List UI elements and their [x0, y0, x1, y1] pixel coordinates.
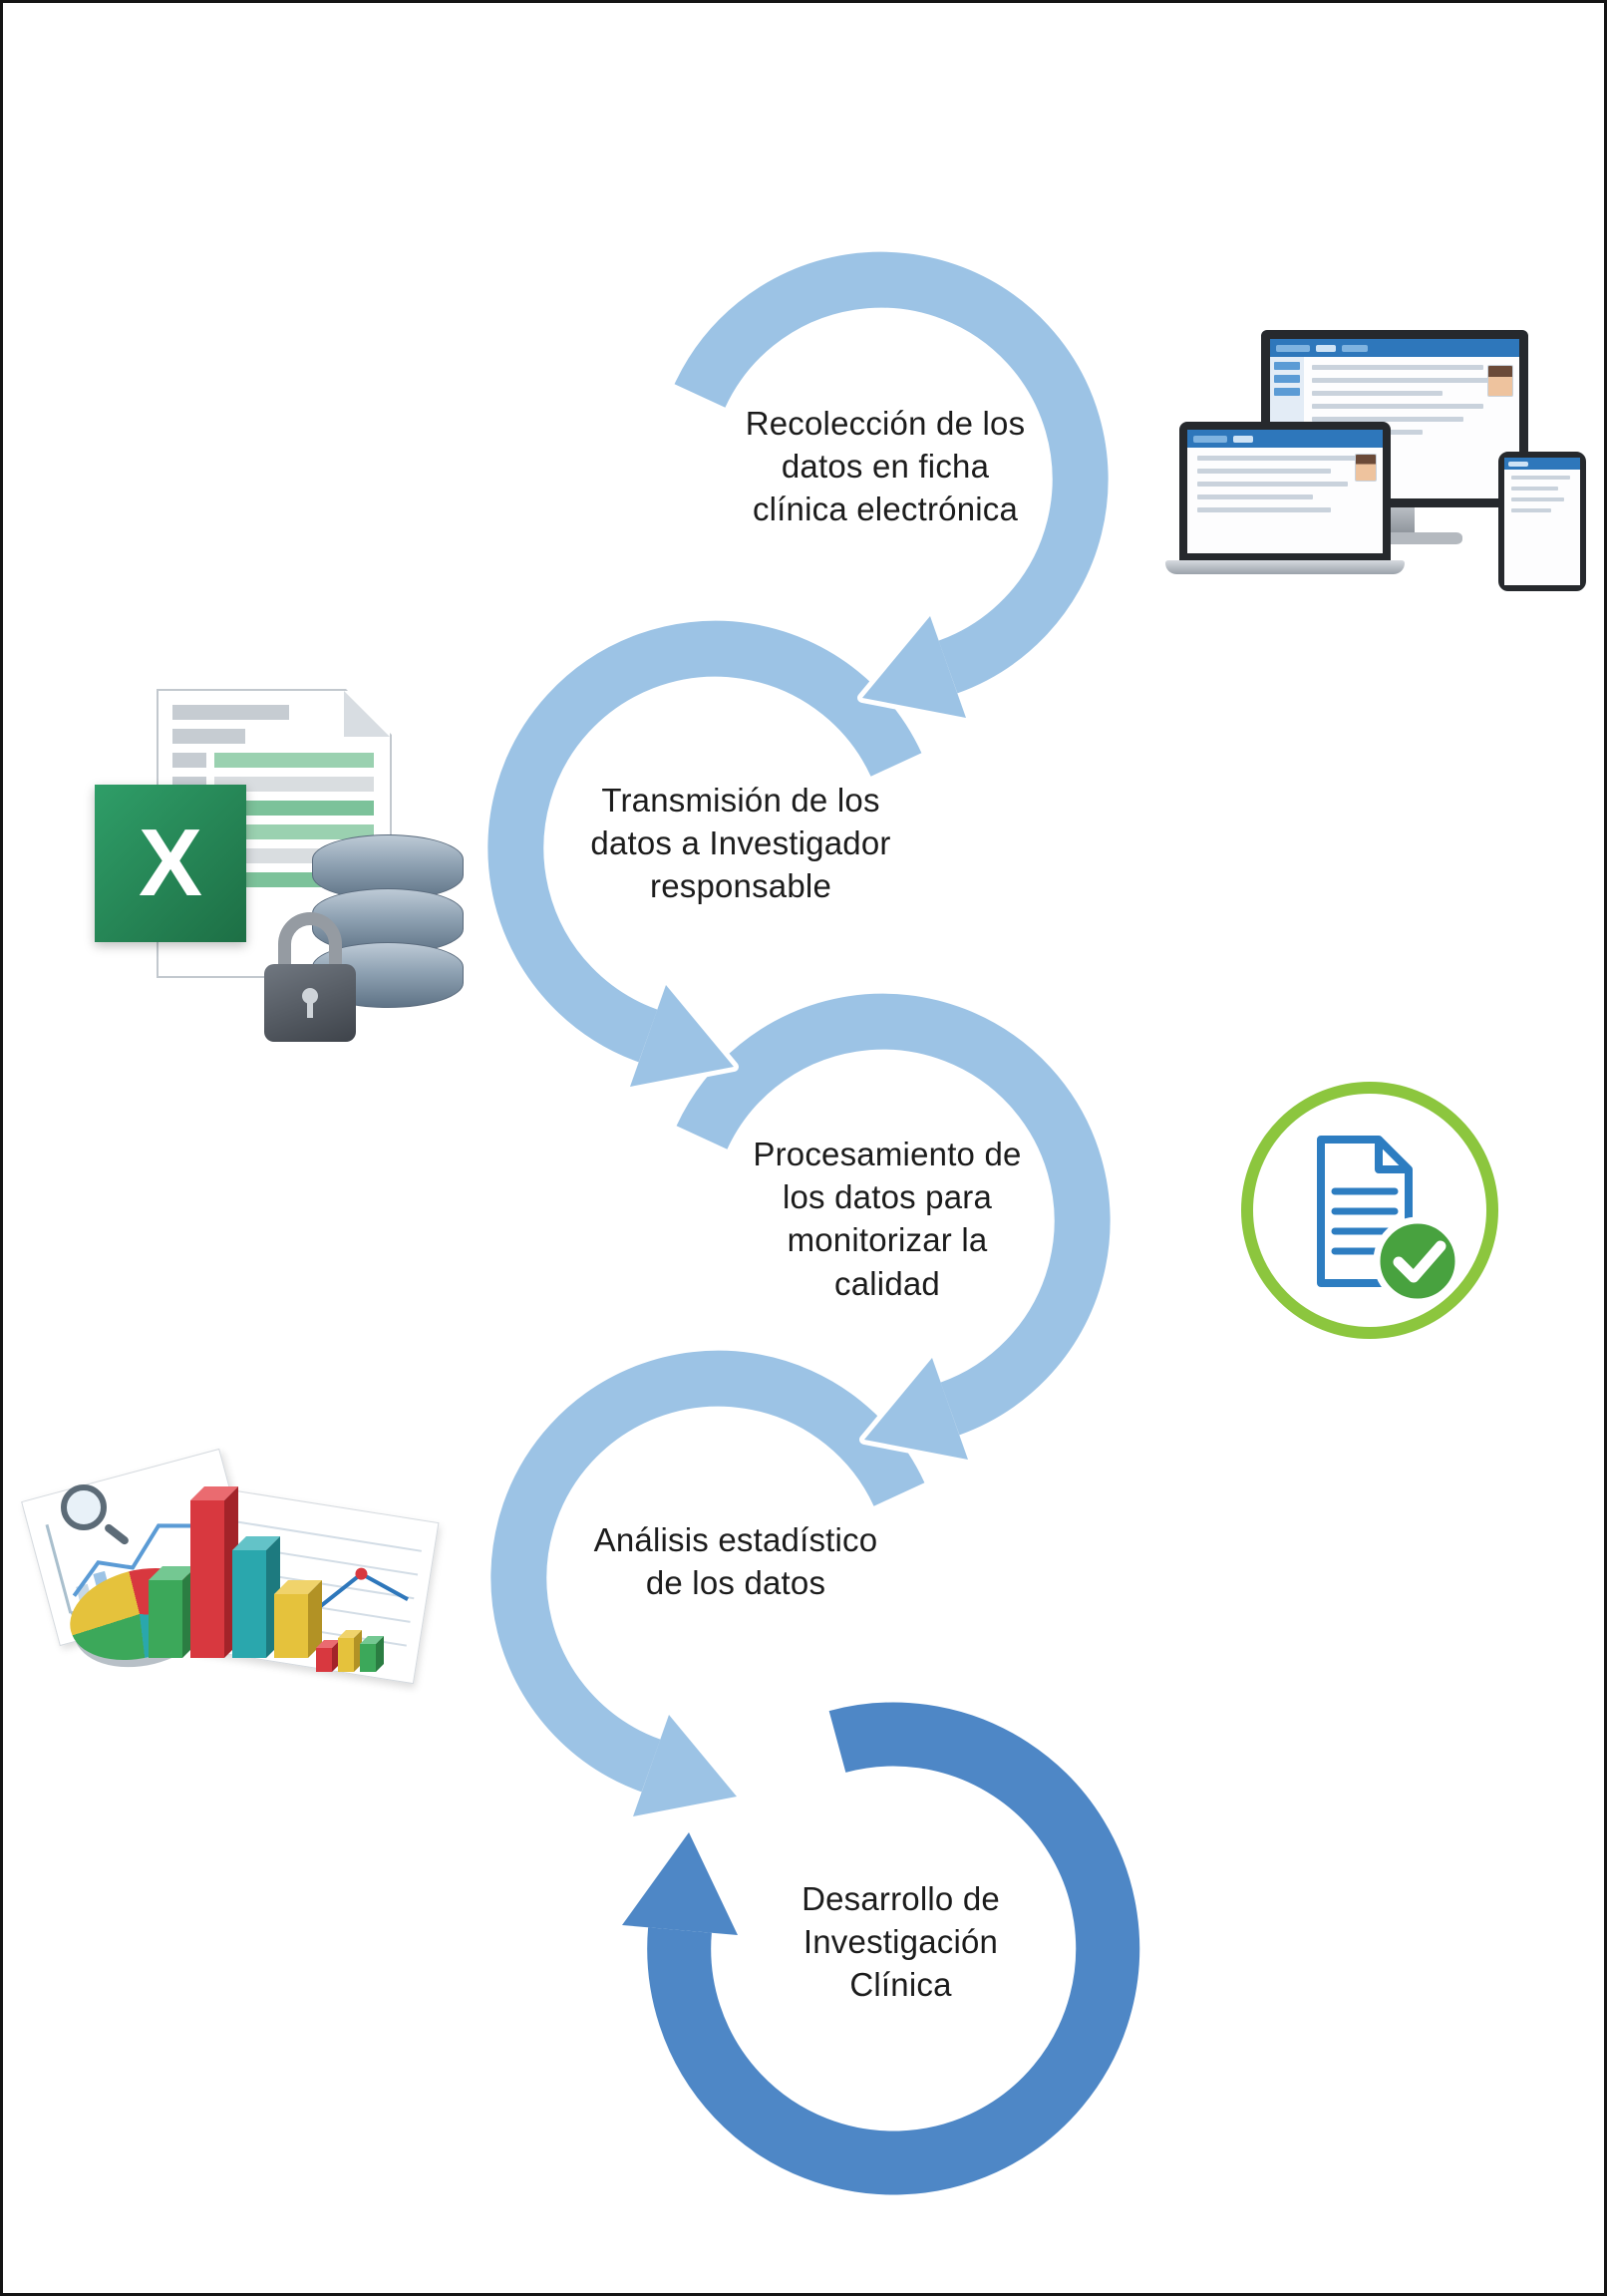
- label-line: monitorizar la: [787, 1221, 988, 1259]
- label-line: responsable: [650, 867, 831, 905]
- laptop-screen: [1187, 430, 1383, 553]
- step-label-5: Desarrollo de Investigación Clínica: [704, 1877, 1098, 2007]
- bar-yellow: [274, 1580, 322, 1658]
- flow-arrow-step-4: [484, 1344, 930, 1821]
- header-chip: [1342, 344, 1368, 352]
- header-chip: [1233, 435, 1253, 443]
- flow-arrows: [482, 245, 1146, 2201]
- ehr-devices-illustration: [1165, 324, 1596, 593]
- screen-content: [1511, 476, 1573, 519]
- label-line: Transmisión de los: [601, 782, 880, 819]
- bar-chart-3d-icon: [31, 1421, 440, 1710]
- check-mark: [1393, 1240, 1446, 1283]
- header-chip: [1276, 344, 1310, 352]
- step-label-3: Procesamiento de los datos para monitori…: [673, 1133, 1102, 1305]
- bar-teal: [232, 1536, 280, 1658]
- label-line: calidad: [834, 1264, 940, 1302]
- padlock-icon: [264, 912, 356, 1048]
- laptop-base: [1165, 560, 1405, 574]
- step-label-4: Análisis estadístico de los datos: [501, 1518, 970, 1604]
- document-check-icon: [1241, 1082, 1498, 1339]
- check-circle: [1373, 1216, 1462, 1306]
- label-line: datos a Investigador: [590, 824, 891, 862]
- flow-arrow-step-1: [669, 245, 1115, 723]
- excel-database-illustration: X: [95, 689, 474, 1048]
- label-line: Procesamiento de: [753, 1136, 1022, 1172]
- flow-arrow-step-2: [482, 614, 927, 1092]
- excel-letter: X: [138, 810, 203, 916]
- label-line: Clínica: [849, 1966, 952, 2004]
- bar-mini-red: [316, 1640, 340, 1672]
- screen-content: [1197, 456, 1375, 520]
- label-line: Análisis estadístico: [593, 1521, 878, 1558]
- document-fold: [1375, 1140, 1409, 1173]
- bar-green: [149, 1566, 196, 1658]
- flow-arrow-step-3: [671, 987, 1117, 1465]
- padlock-shackle: [278, 912, 342, 970]
- laptop-icon: [1179, 422, 1391, 561]
- tablet-screen: [1504, 458, 1580, 585]
- step-label-1: Recolección de los datos en ficha clínic…: [656, 402, 1115, 531]
- header-chip: [1193, 435, 1227, 443]
- label-line: los datos para: [782, 1178, 993, 1216]
- excel-icon: X: [95, 785, 246, 942]
- flow-arrow-step-5: [617, 1696, 1146, 2201]
- header-chip: [1316, 344, 1336, 352]
- bar-mini-green: [360, 1636, 384, 1672]
- header-chip: [1508, 461, 1528, 467]
- step-label-2: Transmisión de los datos a Investigador …: [506, 779, 975, 908]
- patient-photo: [1487, 365, 1513, 397]
- bar-mini-yellow: [338, 1630, 362, 1672]
- tablet-icon: [1498, 452, 1586, 591]
- label-line: Recolección de los: [745, 405, 1026, 442]
- magnifier-icon: [61, 1484, 131, 1546]
- label-line: de los datos: [645, 1564, 826, 1602]
- label-line: datos en ficha: [781, 448, 990, 486]
- screen-header: [1504, 458, 1580, 470]
- label-line: clínica electrónica: [752, 491, 1019, 528]
- patient-photo: [1355, 454, 1377, 482]
- label-line: Desarrollo de: [802, 1880, 1000, 1917]
- statistics-illustration: [21, 1421, 440, 1710]
- screen-header: [1270, 339, 1519, 357]
- document-lines: [1331, 1187, 1399, 1255]
- label-line: Investigación: [803, 1923, 999, 1961]
- screen-header: [1187, 430, 1383, 448]
- bar-red: [190, 1486, 238, 1658]
